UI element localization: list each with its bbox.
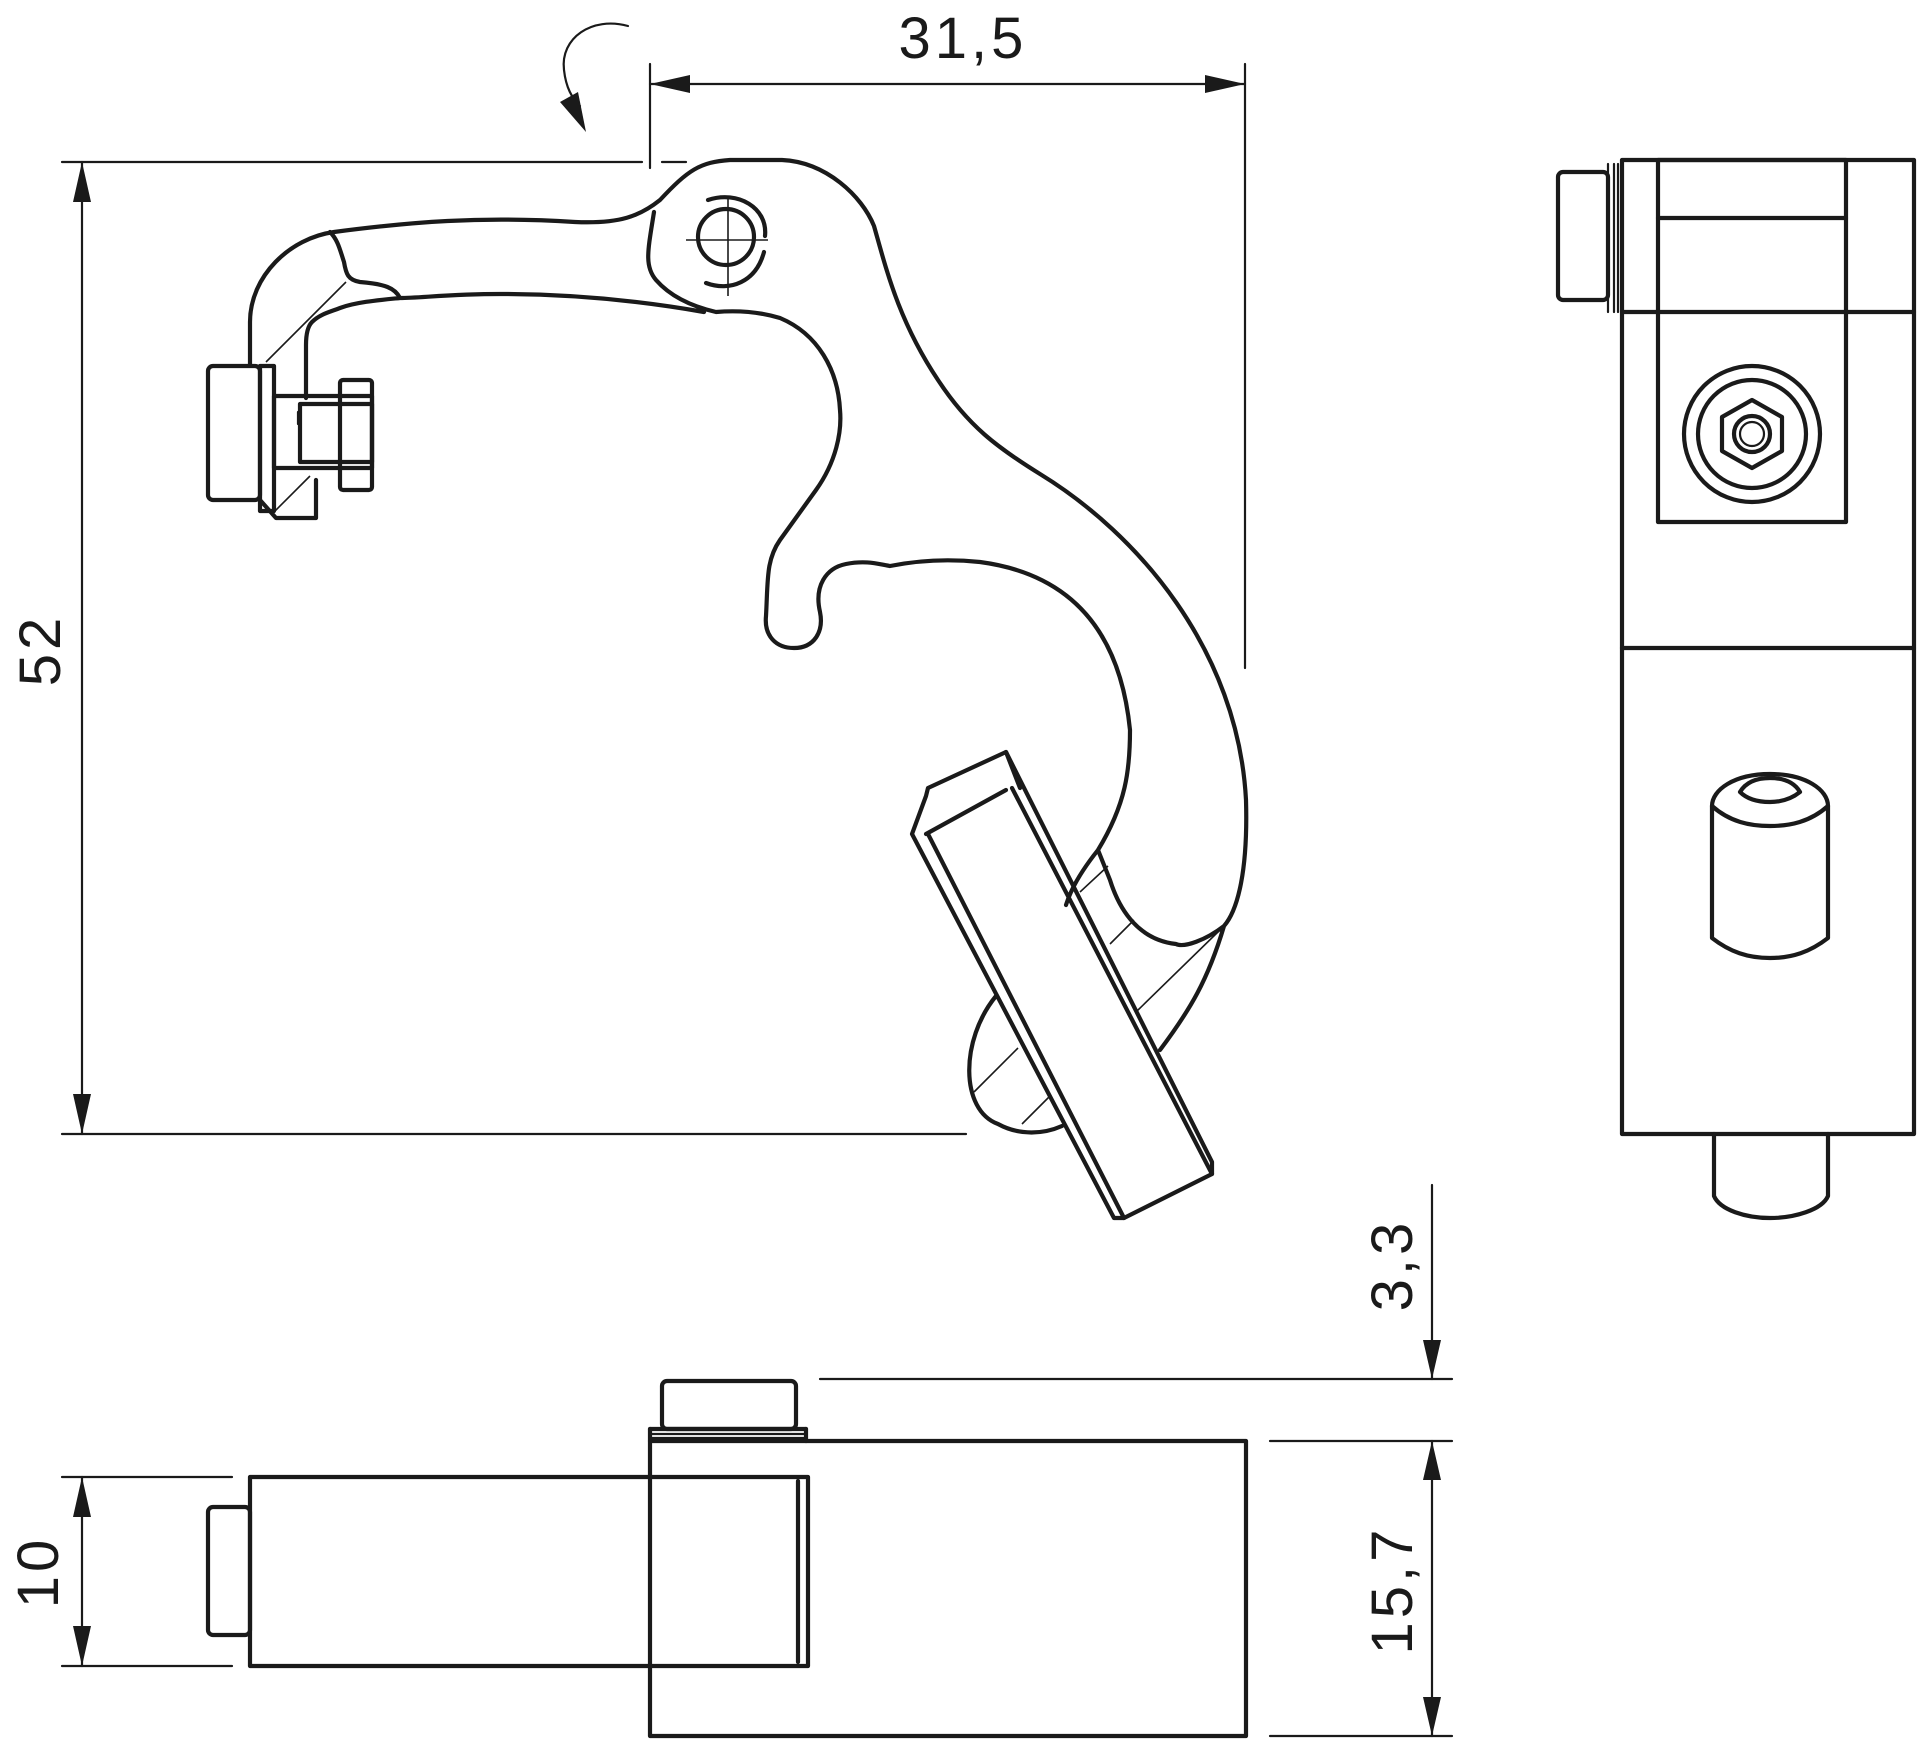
dim-label-width: 31,5 <box>899 6 1028 71</box>
front-view-hook <box>205 157 1249 1221</box>
bottom-view <box>205 1378 1249 1739</box>
dim-label-bottom-height: 15,7 <box>1360 1526 1425 1655</box>
dimension-bottom-small: 3,3 <box>818 1183 1454 1480</box>
dim-label-small: 3,3 <box>1360 1219 1425 1312</box>
dim-label-bottom-left: 10 <box>6 1536 71 1609</box>
dimension-height-main: 52 <box>8 160 968 1136</box>
rotation-arrow-icon <box>560 22 630 132</box>
dimension-width-top: 31,5 <box>648 6 1247 670</box>
side-view <box>1555 157 1917 1221</box>
dimension-bottom-height: 15,7 <box>1268 1439 1454 1738</box>
dim-label-height: 52 <box>8 614 73 687</box>
dimension-bottom-left: 10 <box>6 1475 234 1668</box>
